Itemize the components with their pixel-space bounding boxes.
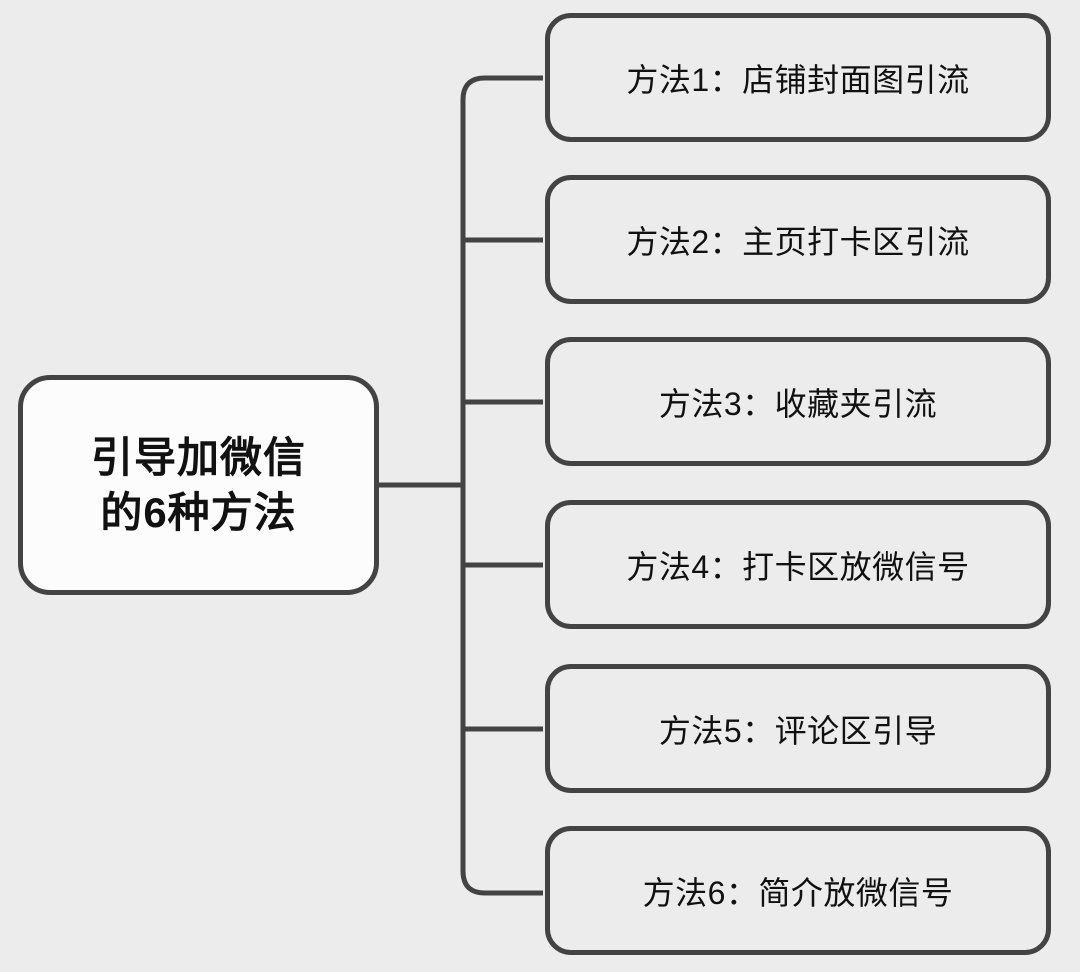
connector-branch-6 xyxy=(460,870,543,896)
branch-node-3-label: 方法3：收藏夹引流 xyxy=(658,385,938,422)
root-node-label: 引导加微信 的6种方法 xyxy=(90,433,306,536)
branch-node-4-label: 方法4：打卡区放微信号 xyxy=(626,548,970,585)
branch-node-4[interactable]: 方法4：打卡区放微信号 xyxy=(545,500,1051,629)
branch-node-1-label: 方法1：店铺封面图引流 xyxy=(626,61,970,98)
branch-node-1[interactable]: 方法1：店铺封面图引流 xyxy=(545,13,1051,142)
root-node[interactable]: 引导加微信 的6种方法 xyxy=(18,375,379,595)
connector-branch-1 xyxy=(460,75,543,101)
branch-node-2[interactable]: 方法2：主页打卡区引流 xyxy=(545,175,1051,304)
branch-node-5[interactable]: 方法5：评论区引导 xyxy=(545,664,1051,793)
branch-node-6[interactable]: 方法6：简介放微信号 xyxy=(545,826,1051,955)
branch-node-5-label: 方法5：评论区引导 xyxy=(658,712,938,749)
branch-node-6-label: 方法6：简介放微信号 xyxy=(642,874,954,911)
branch-node-2-label: 方法2：主页打卡区引流 xyxy=(626,223,970,260)
branch-node-3[interactable]: 方法3：收藏夹引流 xyxy=(545,337,1051,466)
